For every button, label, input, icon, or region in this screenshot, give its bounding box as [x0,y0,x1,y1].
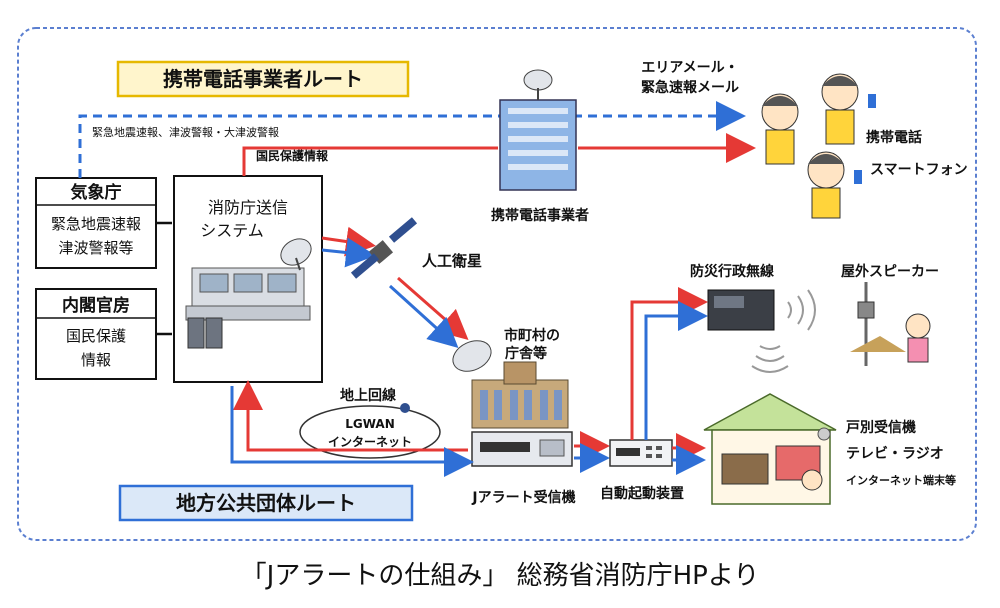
jalert-receiver-icon [471,431,573,467]
cabinet-line-1: 国民保護 [66,327,126,345]
municipality-line-2: 庁舎等 [505,345,547,362]
auto-start-label: 自動起動装置 [600,485,684,502]
area-mail-line-2: 緊急速報メール [641,79,739,96]
blue-ground-route [230,386,474,477]
mobile-route-label: 携帯電話事業者ルート [163,67,363,91]
carrier-building-icon [499,69,577,191]
jma-line-2: 津波警報等 [58,239,133,257]
red-to-satellite [321,226,376,257]
red-route-top [242,146,498,176]
red-to-radio [630,287,708,440]
outdoor-speaker-icon [850,282,931,366]
radio-device-icon [707,289,816,373]
cabinet-line-2: 情報 [81,351,111,369]
fdma-line-2: システム [200,221,264,240]
municipality-line-1: 市町村の [504,327,560,344]
satellite-icon [350,217,418,279]
phone-users-icon [761,73,876,219]
local-route-banner [118,484,414,522]
house-icon [703,393,837,505]
blue-satellite-down [388,284,459,349]
blue-to-satellite [321,237,376,268]
red-satellite-down [397,276,469,340]
jalert-receiver-label: Jアラート受信機 [471,489,575,506]
source-caption: 「Jアラートの仕組み」 総務省消防庁HPより [240,561,760,591]
cabinet-title: 内閣官房 [62,295,130,316]
phone-label-2: スマートフォン [870,162,968,178]
phone-label-1: 携帯電話 [866,129,922,146]
diagram-frame [17,27,977,541]
carrier-label: 携帯電話事業者 [491,207,589,224]
satellite-label: 人工衛星 [422,252,482,270]
radio-label: 防災行政無線 [690,263,774,280]
speaker-label: 屋外スピーカー [841,263,939,280]
lgwan-line-2: インターネット [328,435,412,449]
auto-start-device-icon [609,439,673,467]
console-icon [185,267,311,349]
blue-to-radio [644,301,708,440]
jma-box: 気象庁 緊急地震速報 津波警報等 [35,177,157,269]
fdma-line-1: 消防庁送信 [208,198,288,217]
red-top-flow-label: 国民保護情報 [256,148,329,163]
jma-line-1: 緊急地震速報 [51,215,141,233]
local-route-label: 地方公共団体ルート [176,491,356,515]
municipality-building-icon [452,340,569,429]
ground-line-label: 地上回線 [340,387,396,404]
blue-top-flow-label: 緊急地震速報、津波警報・大津波警報 [92,125,279,139]
area-mail-line-1: エリアメール・ [641,60,738,76]
jma-title: 気象庁 [70,182,122,203]
house-line-3: インターネット端末等 [846,473,956,487]
lgwan-line-1: LGWAN [345,417,395,431]
red-ground-route [233,380,468,452]
fdma-system-box: 消防庁送信 システム [173,175,323,383]
dish-antenna-icon [280,238,312,271]
house-line-1: 戸別受信機 [846,419,916,436]
mobile-route-banner [116,60,410,98]
house-line-2: テレビ・ラジオ [846,446,944,462]
lgwan-cloud: LGWAN インターネット [299,403,441,459]
cabinet-box: 内閣官房 国民保護 情報 [35,288,157,380]
